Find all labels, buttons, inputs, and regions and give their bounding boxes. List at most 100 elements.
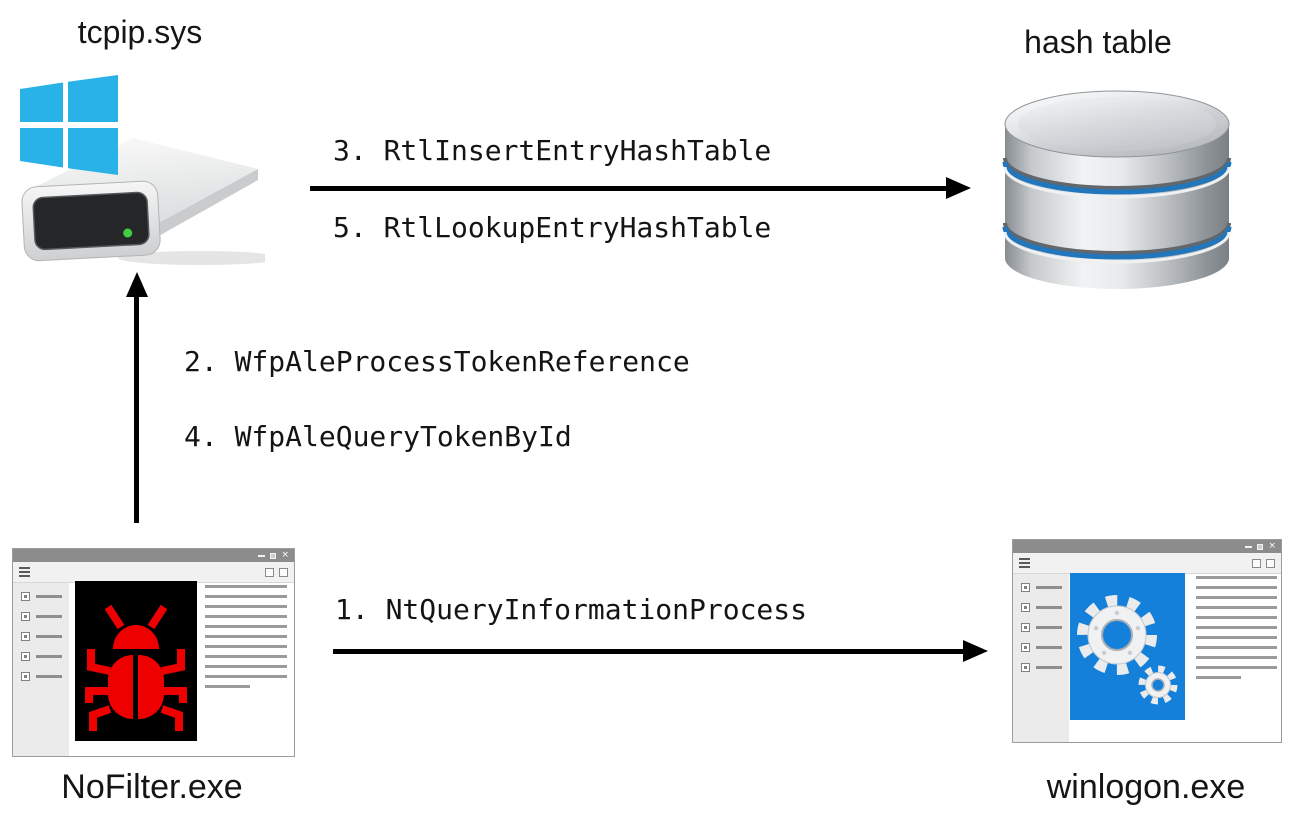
- edge-label-5: 5. RtlLookupEntryHashTable: [333, 211, 772, 244]
- text-line: [205, 645, 287, 648]
- window-sidebar: [1013, 574, 1069, 742]
- checkbox-icon: [1021, 643, 1030, 652]
- text-line: [1196, 636, 1277, 639]
- nofilter-window: ×: [12, 548, 295, 757]
- sidebar-item: [1013, 603, 1069, 612]
- checkbox-icon: [21, 592, 30, 601]
- square-button-icon: [1252, 558, 1261, 568]
- square-button-icon: [279, 567, 288, 577]
- text-line: [1196, 576, 1277, 579]
- maximize-icon: [270, 552, 277, 559]
- window-content: [1069, 573, 1281, 742]
- node-label-tcpip: tcpip.sys: [77, 14, 203, 50]
- sidebar-item-line: [36, 675, 62, 678]
- sidebar-item-line: [36, 655, 62, 658]
- text-line: [1196, 596, 1277, 599]
- arrow-nofilter-to-tcpip: [134, 296, 139, 523]
- text-line: [1196, 606, 1277, 609]
- maximize-icon: [1257, 543, 1264, 550]
- checkbox-icon: [21, 632, 30, 641]
- gears-icon: [1070, 573, 1185, 720]
- checkbox-icon: [1021, 583, 1030, 592]
- bug-icon: [75, 581, 197, 741]
- node-label-winlogon: winlogon.exe: [1046, 768, 1246, 806]
- database-icon: [1000, 84, 1235, 296]
- checkbox-icon: [21, 612, 30, 621]
- text-line: [1196, 646, 1277, 649]
- sidebar-item-line: [36, 595, 62, 598]
- text-lines: [205, 585, 287, 695]
- sidebar-item-line: [1036, 646, 1062, 649]
- arrowhead-right-icon: [963, 640, 988, 662]
- hamburger-menu-icon: [1019, 558, 1030, 568]
- close-icon: ×: [281, 550, 289, 560]
- checkbox-icon: [1021, 623, 1030, 632]
- window-toolbar: [13, 562, 294, 583]
- text-line: [205, 605, 287, 608]
- square-button-icon: [265, 567, 274, 577]
- window-body: [1013, 573, 1281, 742]
- sidebar-item-line: [36, 635, 62, 638]
- arrowhead-right-icon: [946, 177, 971, 199]
- text-line: [1196, 626, 1277, 629]
- window-content: [69, 581, 294, 756]
- checkbox-icon: [1021, 663, 1030, 672]
- arrow-nofilter-to-winlogon: [333, 649, 963, 654]
- checkbox-icon: [1021, 603, 1030, 612]
- text-line: [205, 655, 287, 658]
- text-line: [205, 625, 287, 628]
- windows-hard-drive-icon: [15, 62, 282, 267]
- edge-label-3: 3. RtlInsertEntryHashTable: [333, 134, 772, 167]
- windows-logo-icon: [20, 75, 118, 175]
- window-titlebar: ×: [1013, 540, 1281, 553]
- edge-label-2: 2. WfpAleProcessTokenReference: [184, 345, 690, 378]
- edge-label-4: 4. WfpAleQueryTokenById: [184, 420, 572, 453]
- toolbar-buttons: [1252, 558, 1275, 568]
- arrow-tcpip-to-hashtable: [310, 186, 947, 191]
- sidebar-item-line: [1036, 626, 1062, 629]
- text-line: [205, 585, 287, 588]
- text-line: [1196, 656, 1277, 659]
- sidebar-item: [1013, 663, 1069, 672]
- sidebar-item: [13, 652, 69, 661]
- window-toolbar: [1013, 553, 1281, 574]
- sidebar-item: [1013, 643, 1069, 652]
- text-line: [205, 635, 287, 638]
- text-line: [205, 675, 287, 678]
- sidebar-item: [13, 592, 69, 601]
- text-line: [205, 615, 287, 618]
- square-button-icon: [1266, 558, 1275, 568]
- window-titlebar: ×: [13, 549, 294, 562]
- sidebar-item-line: [36, 615, 62, 618]
- sidebar-item-line: [1036, 606, 1062, 609]
- text-line: [1196, 666, 1277, 669]
- sidebar-item: [1013, 623, 1069, 632]
- window-body: [13, 581, 294, 756]
- close-icon: ×: [1268, 541, 1276, 551]
- winlogon-window: ×: [1012, 539, 1282, 743]
- node-label-hash-table: hash table: [1024, 24, 1172, 60]
- sidebar-item: [13, 672, 69, 681]
- sidebar-item: [13, 612, 69, 621]
- window-sidebar: [13, 583, 69, 756]
- text-line: [205, 685, 251, 688]
- text-line: [1196, 586, 1277, 589]
- sidebar-item: [1013, 583, 1069, 592]
- minimize-icon: [1245, 545, 1253, 548]
- checkbox-icon: [21, 672, 30, 681]
- minimize-icon: [258, 554, 266, 557]
- sidebar-item-line: [1036, 666, 1062, 669]
- edge-label-1: 1. NtQueryInformationProcess: [335, 593, 808, 626]
- node-label-nofilter: NoFilter.exe: [61, 768, 243, 806]
- sidebar-item: [13, 632, 69, 641]
- hamburger-menu-icon: [19, 567, 30, 577]
- text-line: [205, 665, 287, 668]
- text-line: [1196, 616, 1277, 619]
- sidebar-item-line: [1036, 586, 1062, 589]
- text-lines: [1196, 576, 1277, 686]
- text-line: [205, 595, 287, 598]
- arrowhead-up-icon: [126, 272, 148, 297]
- toolbar-buttons: [265, 567, 288, 577]
- checkbox-icon: [21, 652, 30, 661]
